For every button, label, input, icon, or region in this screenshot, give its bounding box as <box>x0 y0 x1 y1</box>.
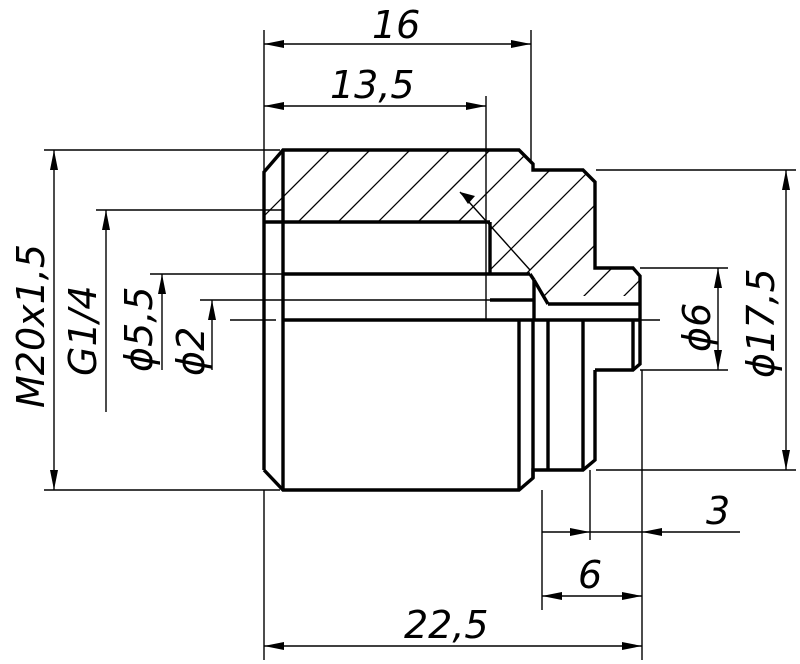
dim-overall-length: 22,5 <box>404 603 489 647</box>
dimension-labels: 16 13,5 M20x1,5 G1/4 ϕ5,5 ϕ2 ϕ6 ϕ17,5 3 … <box>9 3 783 647</box>
dim-step-length: 6 <box>578 553 602 597</box>
dim-step-dia: ϕ17,5 <box>739 268 783 378</box>
extension-lines <box>44 30 796 660</box>
dim-pin-dia: ϕ6 <box>675 303 719 352</box>
dim-overall-length-top: 16 <box>372 3 420 47</box>
dim-pipe-thread: G1/4 <box>61 285 105 376</box>
dimension-lines <box>50 40 790 650</box>
dim-bore-small-dia: ϕ5,5 <box>117 287 161 373</box>
dim-bore-depth: 13,5 <box>330 63 415 107</box>
dim-pin-length: 3 <box>706 489 730 533</box>
section-leader <box>459 191 531 271</box>
section-hatching <box>264 150 640 296</box>
dim-thread-major: M20x1,5 <box>9 244 53 408</box>
dim-hole-dia: ϕ2 <box>169 327 213 376</box>
